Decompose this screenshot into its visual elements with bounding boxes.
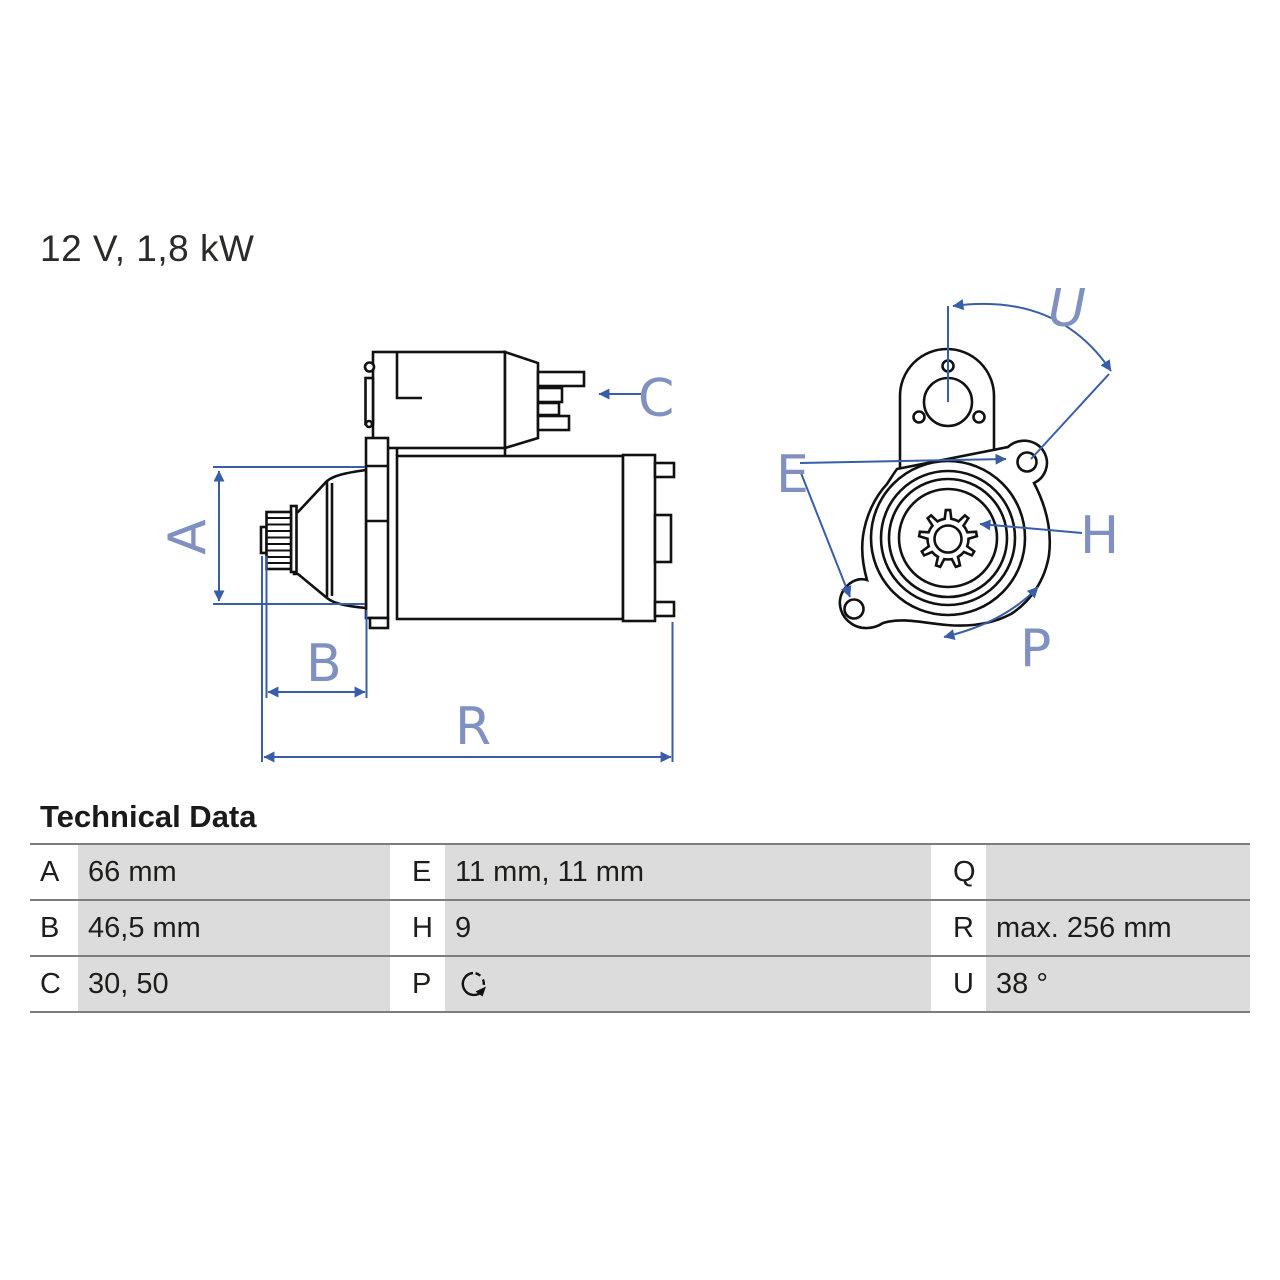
table-row: A 66 mm E 11 mm, 11 mm Q: [30, 843, 1250, 899]
param-value: 9: [445, 901, 931, 955]
param-letter: H: [390, 901, 445, 955]
side-view-drawing: [259, 350, 676, 630]
label-P: P: [1020, 619, 1051, 679]
param-letter: B: [30, 901, 78, 955]
param-value: max. 256 mm: [986, 901, 1250, 955]
param-value: 38 °: [986, 957, 1250, 1011]
table-row: C 30, 50 P U 38 °: [30, 955, 1250, 1013]
param-letter: P: [390, 957, 445, 1011]
dimension-labels: A B C R E H P U: [158, 279, 1119, 757]
label-A: A: [158, 519, 218, 555]
param-value: 30, 50: [78, 957, 390, 1011]
param-value: 11 mm, 11 mm: [445, 845, 931, 899]
label-E: E: [776, 445, 809, 505]
technical-data-table: A 66 mm E 11 mm, 11 mm Q B 46,5 mm H 9 R…: [30, 843, 1250, 1013]
power-rating-label: 12 V, 1,8 kW: [40, 228, 255, 269]
label-R: R: [455, 697, 491, 757]
param-value: 66 mm: [78, 845, 390, 899]
param-letter: Q: [931, 845, 986, 899]
rotation-clockwise-icon: [461, 971, 486, 997]
param-letter: C: [30, 957, 78, 1011]
param-letter: R: [931, 901, 986, 955]
param-letter: E: [390, 845, 445, 899]
label-B: B: [306, 634, 342, 694]
starter-motor-technical-drawing: A B C R E H P U: [158, 279, 1119, 763]
label-C: C: [638, 369, 674, 429]
param-letter: U: [931, 957, 986, 1011]
front-view-drawing: [838, 347, 1051, 630]
pinion-teeth: [267, 517, 290, 564]
param-value: [445, 957, 931, 1011]
dimension-lines: [213, 299, 1112, 763]
param-letter: A: [30, 845, 78, 899]
param-value: [986, 845, 1250, 899]
label-U: U: [1048, 279, 1086, 339]
param-value: 46,5 mm: [78, 901, 390, 955]
technical-data-title: Technical Data: [40, 799, 257, 834]
label-H: H: [1080, 506, 1119, 566]
table-row: B 46,5 mm H 9 R max. 256 mm: [30, 899, 1250, 955]
